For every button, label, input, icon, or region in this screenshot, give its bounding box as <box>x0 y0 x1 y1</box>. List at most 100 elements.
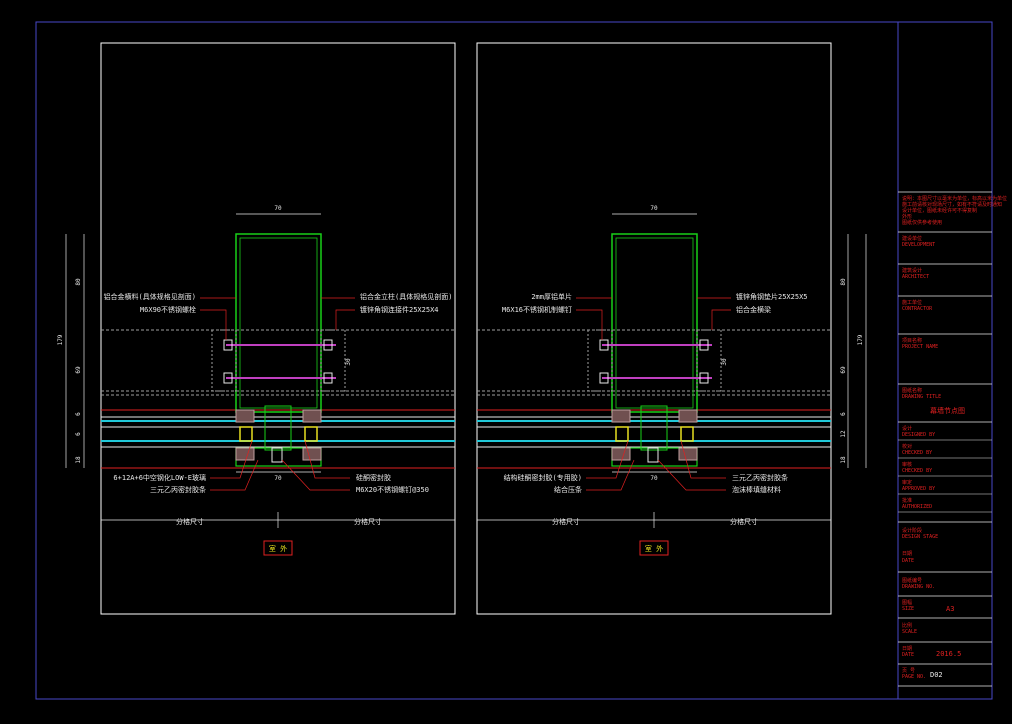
mullion-profile <box>235 233 322 413</box>
dim-mid: 69 <box>75 366 82 374</box>
dim-mid: 69 <box>840 366 847 374</box>
detail-panel-right[interactable]: 70 70 179 80 69 6 12 18 30 2mm厚铝单片 M6X16… <box>476 42 867 615</box>
dim-total: 179 <box>857 334 864 345</box>
sealant <box>302 447 322 461</box>
leader <box>586 459 635 491</box>
bolt-head <box>699 372 709 384</box>
tb-issue-label: 日期 <box>902 646 912 652</box>
gasket <box>615 426 629 442</box>
bolt-head <box>323 372 333 384</box>
leader <box>281 459 350 491</box>
dim-total: 179 <box>57 334 64 345</box>
tb-title-sub: DRAWING TITLE <box>902 394 941 400</box>
callout-right-1: 镀锌角钢垫片25X25X5 <box>736 292 808 301</box>
callout-right-3: 三元乙丙密封胶条 <box>732 473 788 482</box>
callout-right-4: 泡沫棒填缝材料 <box>732 485 781 494</box>
leader <box>680 440 726 479</box>
leader <box>711 309 731 330</box>
tb-date-label: 日期 <box>902 551 912 557</box>
tb-project-value: PROJECT NAME <box>902 344 938 350</box>
screw <box>647 447 659 463</box>
leader <box>304 440 350 479</box>
tb-size-label: 图幅 <box>902 599 912 606</box>
tb-note: 外形 <box>902 213 912 220</box>
tb-note: 设计单位，图纸未经许可不得复制 <box>902 207 977 214</box>
leader <box>657 459 726 491</box>
callout-left-2: M6X16不锈钢机制螺钉 <box>502 305 572 314</box>
tb-role-value: AUTHORIZED <box>902 504 932 510</box>
bolt-head <box>599 339 609 351</box>
web <box>640 405 668 451</box>
bracket-left <box>587 329 613 392</box>
sealant <box>235 447 255 461</box>
grid-label-right: 分格尺寸 <box>354 517 382 526</box>
bolt-head <box>223 339 233 351</box>
outer-frame <box>35 21 993 700</box>
leader <box>335 309 355 330</box>
inner-frame <box>35 21 899 700</box>
glass-dim: 6 <box>75 412 82 416</box>
sealant <box>678 447 698 461</box>
tb-date-value: DATE <box>902 558 914 564</box>
bolt-head <box>699 339 709 351</box>
dim-gap: 30 <box>345 358 352 366</box>
sheet-border <box>476 42 832 615</box>
dim-top: 70 <box>274 205 282 212</box>
tb-architect-value: ARCHITECT <box>902 274 929 280</box>
outside-tag <box>263 540 293 556</box>
leader <box>210 459 259 491</box>
tb-issue-value: 2016.5 <box>936 650 961 658</box>
callout-right-4: M6X20不锈钢螺钉@350 <box>356 485 429 494</box>
tb-page-sub: PAGE NO. <box>902 674 926 680</box>
glass-dim: 12 <box>840 430 847 438</box>
tb-role-label: 批准 <box>902 497 912 504</box>
tb-contractor-label: 施工单位 <box>902 299 922 306</box>
tb-role-value: APPROVED BY <box>902 486 935 492</box>
dim-upper: 80 <box>75 278 82 286</box>
glass-dim: 18 <box>75 456 82 464</box>
gasket <box>239 426 253 442</box>
sealant <box>611 409 631 423</box>
tb-size-value: A3 <box>946 605 954 613</box>
outside-tag-text: 室 外 <box>645 544 663 553</box>
tb-size-sub: SIZE <box>902 606 914 612</box>
tb-note: 施工前请核对现场尺寸，如有不符请及时通知 <box>902 201 1002 208</box>
sealant <box>678 409 698 423</box>
callout-left-3: 结构硅酮密封胶(专用胶) <box>504 473 582 482</box>
callout-left-1: 铝合金横料(具体规格见剖面) <box>104 292 196 301</box>
grid-label-right: 分格尺寸 <box>730 517 758 526</box>
dim-gap: 30 <box>721 358 728 366</box>
callout-right-2: 镀锌角钢连接件25X25X4 <box>360 305 439 314</box>
bolt-head <box>599 372 609 384</box>
bracket-right <box>696 329 722 392</box>
dim-top: 70 <box>650 205 658 212</box>
tb-developer-label: 建设单位 <box>902 235 922 242</box>
mullion-inner <box>615 237 694 409</box>
tb-contractor-value: CONTRACTOR <box>902 306 933 312</box>
dim-bottom: 70 <box>274 475 282 482</box>
mullion-profile <box>611 233 698 413</box>
tb-scale-label: 比例 <box>902 622 912 629</box>
sealant <box>302 409 322 423</box>
dim-bottom: 70 <box>650 475 658 482</box>
outside-tag-text: 室 外 <box>269 544 287 553</box>
tb-note: 说明：本图尺寸以毫米为单位，标高以米为单位 <box>902 195 1007 202</box>
bracket-right <box>320 329 346 392</box>
title-block[interactable]: 说明：本图尺寸以毫米为单位，标高以米为单位 施工前请核对现场尺寸，如有不符请及时… <box>898 191 1007 687</box>
tb-title-label: 图纸名称 <box>902 387 922 394</box>
glass-dim: 6 <box>840 412 847 416</box>
tb-page-label: 页 号 <box>902 668 915 674</box>
leader <box>200 309 227 340</box>
tb-scale-sub: SCALE <box>902 629 917 635</box>
callout-right-3: 硅酮密封胶 <box>356 473 391 482</box>
glass-dim: 18 <box>840 456 847 464</box>
tb-stage-value: DESIGN STAGE <box>902 534 938 540</box>
detail-panel-left[interactable]: 70 70 179 80 69 6 6 18 30 铝合金横料(具体规格见剖面)… <box>57 42 456 615</box>
tb-role-label: 设计 <box>902 425 912 432</box>
bracket-left <box>211 329 237 392</box>
glass-dim: 6 <box>75 432 82 436</box>
leader <box>576 309 603 340</box>
callout-left-4: 三元乙丙密封胶条 <box>150 485 206 494</box>
grid-label-left: 分格尺寸 <box>176 517 204 526</box>
